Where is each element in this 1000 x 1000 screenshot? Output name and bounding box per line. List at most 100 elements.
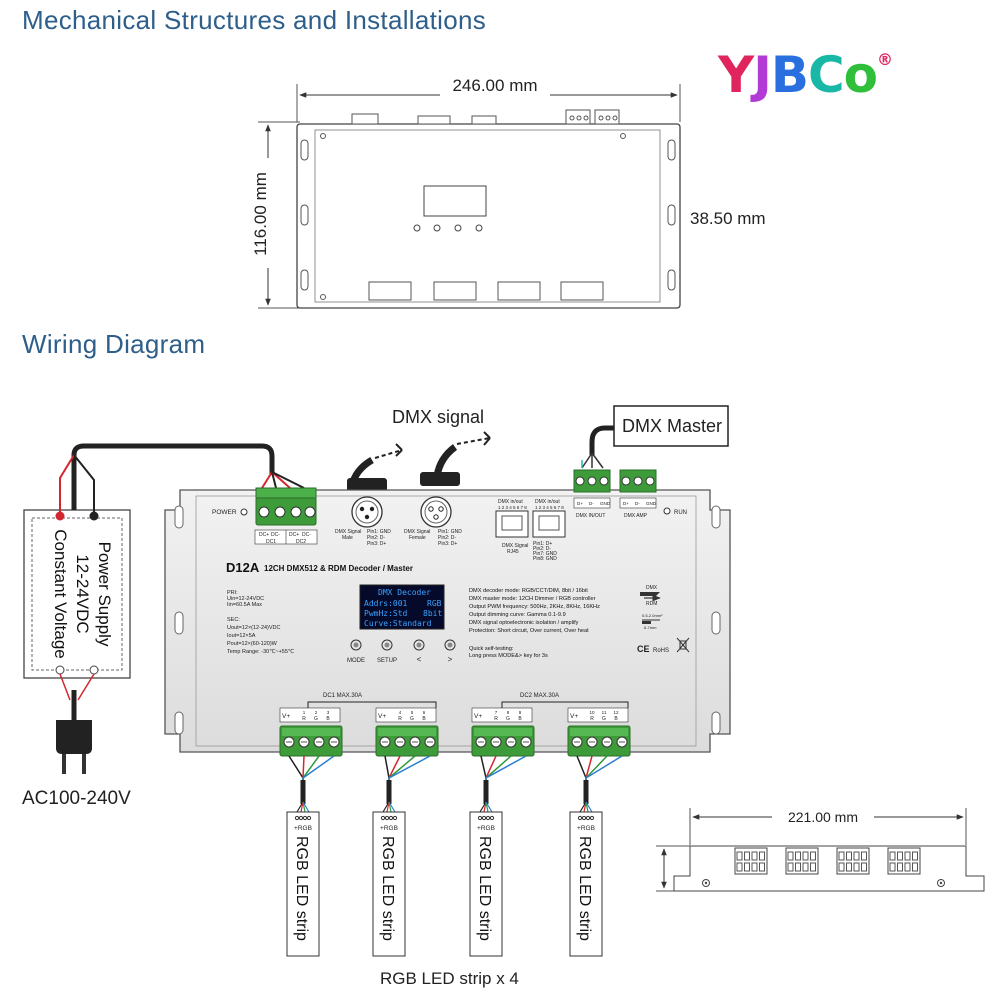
channel-letter: R: [494, 716, 498, 722]
dc-group-1: DC1: [266, 539, 276, 545]
dmx-inout-label: DMX IN/OUT: [576, 513, 605, 519]
feature-3: Output PWM frequency: 500Hz, 2KHz, 8KHz,…: [469, 604, 600, 610]
display-curve: Curve:Standard: [364, 619, 432, 628]
mechanical-top-view: 246.00 mm 116.00 mm: [247, 74, 681, 309]
channel-letter: B: [326, 716, 330, 722]
xlr-female-pin-1: Pin1: GND: [438, 529, 462, 535]
mechanical-side-view: 221.00 mm: [656, 806, 985, 892]
sec-pout: Pout=12×(60-120)W: [227, 641, 278, 647]
display-mode: RGB: [427, 599, 442, 608]
strip-pins-label: +RGB: [380, 825, 398, 832]
channel-number: 2: [315, 710, 318, 715]
led-strip-4: +RGB RGB LED strip: [569, 811, 603, 957]
channel-letter: B: [422, 716, 426, 722]
vplus-label: V+: [474, 713, 482, 720]
dmx-amp-pin-3: GND: [646, 501, 657, 506]
strip-label: RGB LED strip: [293, 836, 310, 941]
channel-number: 4: [399, 710, 402, 715]
setup-button[interactable]: [381, 639, 393, 651]
height-dimension-label: 116.00 mm: [251, 172, 270, 256]
power-supply-label-1: Power Supply: [95, 542, 114, 647]
channel-number: 3: [327, 710, 330, 715]
channel-number: 6: [423, 710, 426, 715]
dmx-inout-pin-1: D+: [577, 501, 583, 506]
power-supply-label-3: Constant Voltage: [51, 529, 70, 658]
width-dimension-label: 246.00 mm: [452, 76, 537, 95]
channel-letter: G: [602, 716, 606, 722]
xlr-male-pin-2: Pin2: D-: [367, 535, 385, 541]
side-width-dimension-label: 221.00 mm: [788, 809, 858, 825]
mode-button-label: MODE: [347, 658, 365, 664]
display-line-1: DMX Decoder: [378, 588, 431, 597]
run-indicator-label: RUN: [674, 510, 687, 516]
power-supply-label-2: 12-24VDC: [73, 554, 92, 633]
self-test-1: Quick self-testing:: [469, 646, 514, 652]
feature-4: Output dimming curve: Gamma 0.1-9.9: [469, 612, 566, 618]
left-button[interactable]: [413, 639, 425, 651]
model-name: D12A: [226, 560, 260, 575]
channel-letter: B: [518, 716, 522, 722]
mode-button[interactable]: [350, 639, 362, 651]
channel-number: 12: [613, 710, 619, 715]
channel-letter: G: [314, 716, 318, 722]
weee-bin-icon: [676, 637, 690, 653]
rj45-pin-8: Pin8: GND: [533, 556, 557, 562]
dmx-signal-label: DMX signal: [392, 407, 484, 427]
channel-number: 8: [507, 710, 510, 715]
strip-pins-label: +RGB: [577, 825, 595, 832]
xlr-female-pin-2: Pin2: D-: [438, 535, 456, 541]
feature-2: DMX master mode: 12CH Dimmer / RGB contr…: [469, 596, 596, 602]
side-terminal: [836, 847, 870, 875]
dmx-inout-pin-3: GND: [600, 501, 611, 506]
rj45-pin-1: Pin1: D+: [533, 541, 552, 547]
channel-letter: R: [590, 716, 594, 722]
xlr-female-label-2: Female: [409, 535, 426, 541]
pri-label: PRI:: [227, 590, 238, 596]
side-terminal: [785, 847, 819, 875]
pri-iin: Iin=60.5A Max: [227, 602, 262, 608]
rohs-mark: RoHS: [653, 648, 669, 654]
rj45-label-2: RJ45: [507, 549, 519, 555]
wiring-section-title: Wiring Diagram: [22, 329, 206, 359]
feature-6: Protection: Short circuit, Over current,…: [469, 628, 589, 634]
model-subtitle: 12CH DMX512 & RDM Decoder / Master: [264, 564, 413, 573]
led-strips-caption: RGB LED strip x 4: [380, 969, 519, 988]
right-button[interactable]: [444, 639, 456, 651]
vplus-label: V+: [378, 713, 386, 720]
sec-label: SEC:: [227, 617, 240, 623]
channel-letter: R: [302, 716, 306, 722]
ac-input-label: AC100-240V: [22, 788, 131, 809]
channel-letter: B: [614, 716, 618, 722]
dmx-amp-pin-1: D+: [623, 501, 629, 506]
channel-number: 7: [495, 710, 498, 715]
power-supply: [23, 509, 131, 679]
left-button-label: <: [417, 655, 422, 664]
rj45-pin-2: Pin2: D-: [533, 546, 551, 552]
dc-group-2: DC2: [296, 539, 306, 545]
strip-label: RGB LED strip: [576, 836, 593, 941]
dc-term-4: DC-: [302, 532, 311, 538]
dc1-max-label: DC1 MAX.30A: [323, 693, 362, 699]
channel-letter: G: [410, 716, 414, 722]
channel-letter: G: [506, 716, 510, 722]
strip-label: RGB LED strip: [379, 836, 396, 941]
d12a-device: POWER DC+ DC- DC+ DC- DC1 DC2 DMX Signal…: [164, 469, 731, 753]
pri-uin: Uin=12-24VDC: [227, 596, 264, 602]
channel-number: 9: [519, 710, 522, 715]
vplus-label: V+: [282, 713, 290, 720]
sec-temp: Temp Range: -30℃~+55℃: [227, 648, 294, 655]
right-button-label: >: [448, 655, 453, 664]
feature-5: DMX signal optoelectronic isolation / am…: [469, 620, 579, 626]
rj45-pin-7: Pin7: GND: [533, 551, 557, 557]
xlr-female-pin-3: Pin3: D+: [438, 541, 457, 547]
led-strip-2: +RGB RGB LED strip: [372, 811, 406, 957]
side-terminal: [734, 847, 768, 875]
dc-term-1: DC+: [259, 532, 269, 538]
brand-logo: YJBCo®: [718, 46, 893, 104]
